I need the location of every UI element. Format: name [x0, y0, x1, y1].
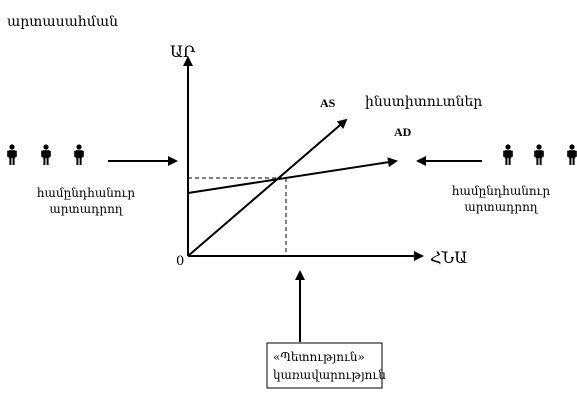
as-curve: [187, 118, 348, 257]
person-icon: [534, 144, 544, 165]
ad-curve: [187, 157, 398, 194]
right-producer-line1: համընդհանուր: [452, 184, 551, 198]
person-icon: [74, 144, 84, 165]
person-icon: [41, 144, 51, 165]
state-box: [266, 342, 383, 389]
left-producer-line1: համընդհանուր: [37, 186, 136, 200]
top-label: արտասահման: [7, 14, 118, 30]
person-icon: [7, 144, 17, 165]
right-producer-line2: արտադրող: [464, 200, 539, 214]
state-box-line2: կառավարություն: [273, 368, 386, 382]
state-box-line1: «Պետություն»: [273, 350, 365, 364]
person-icon: [503, 144, 513, 165]
institutions-label: ինստիտուտներ: [365, 94, 482, 110]
as-label: AS: [320, 96, 336, 110]
x-axis-label: ՀՆԱ: [430, 248, 467, 267]
origin-label: 0: [176, 254, 184, 269]
y-axis-label: ԱՐ: [170, 42, 196, 61]
person-icon: [567, 144, 577, 165]
left-producer-line2: արտադրող: [49, 202, 124, 216]
ad-label: AD: [394, 125, 412, 139]
